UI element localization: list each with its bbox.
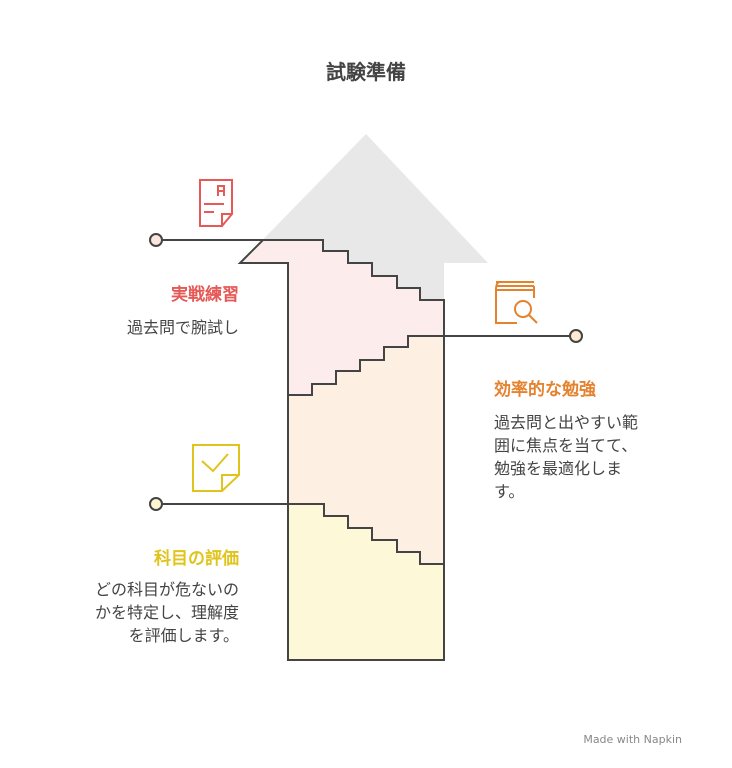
connector-red xyxy=(149,233,263,247)
desc-line: 過去問と出やすい範 xyxy=(494,413,639,432)
step-heading: 実戦練習 xyxy=(171,285,239,305)
exam-paper-icon xyxy=(199,179,233,227)
desc-line: どの科目が危ないの xyxy=(94,580,239,599)
step-description: 過去問と出やすい範 囲に焦点を当てて、 勉強を最適化しま す。 xyxy=(494,411,638,503)
book-search-icon xyxy=(495,281,538,324)
page-title: 試験準備 xyxy=(326,60,406,84)
step-heading: 科目の評価 xyxy=(154,549,239,569)
step-description: 過去問で腕試し xyxy=(127,316,239,339)
desc-line: 過去問で腕試し xyxy=(126,318,239,337)
desc-line: す。 xyxy=(494,482,525,501)
step-description: どの科目が危ないの かを特定し、理解度 を評価します。 xyxy=(95,578,239,647)
desc-line: を評価します。 xyxy=(128,626,239,645)
desc-line: かを特定し、理解度 xyxy=(94,603,239,622)
yellow-section xyxy=(287,503,445,661)
desc-line: 囲に焦点を当てて、 xyxy=(494,436,638,455)
desc-line: 勉強を最適化しま xyxy=(494,459,623,478)
connector-orange xyxy=(408,329,583,343)
watermark: Made with Napkin xyxy=(583,733,682,746)
connector-yellow xyxy=(149,497,324,511)
step-heading: 効率的な勉強 xyxy=(494,380,596,400)
checklist-icon xyxy=(192,444,240,492)
